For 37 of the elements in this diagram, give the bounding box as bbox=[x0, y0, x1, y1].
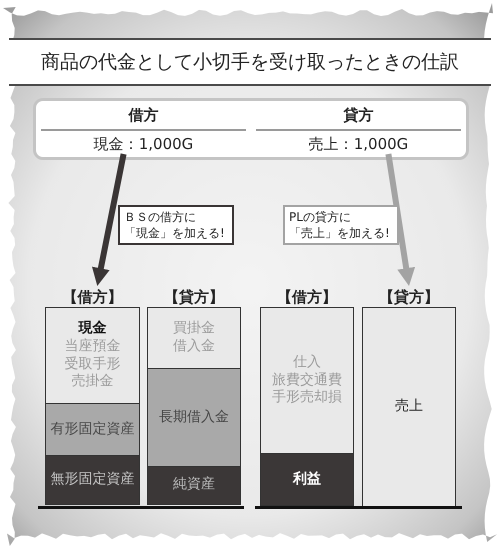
column-heading: 【貸方】 bbox=[379, 288, 439, 306]
entry-text: 現金：1,000G bbox=[94, 135, 194, 154]
account-block bbox=[260, 306, 354, 454]
account-name: 有形固定資産 bbox=[50, 420, 134, 438]
account-name: 長期借入金 bbox=[159, 408, 229, 426]
entry-panel bbox=[33, 98, 469, 160]
account-name: 借入金 bbox=[173, 338, 215, 356]
account-block bbox=[45, 403, 140, 456]
account-block bbox=[45, 454, 140, 504]
diagram-title: 商品の代金として小切手を受け取ったときの仕訳 bbox=[41, 50, 459, 75]
account-name: 当座預金 bbox=[64, 338, 120, 356]
account-block bbox=[45, 306, 140, 404]
account-name: 純資産 bbox=[173, 476, 215, 494]
callout-label: ＢＳの借方に「現金」を加える! bbox=[118, 205, 234, 246]
arrow bbox=[92, 153, 127, 287]
column-heading: 借方 bbox=[128, 106, 158, 125]
account-name: 現金 bbox=[78, 320, 106, 338]
column-heading: 【借方】 bbox=[62, 288, 122, 306]
account-name: 売上 bbox=[395, 398, 423, 416]
account-name: 受取手形 bbox=[64, 356, 120, 374]
account-name: 仕入 bbox=[293, 354, 321, 372]
account-block bbox=[147, 306, 241, 370]
account-name: 無形固定資産 bbox=[50, 470, 134, 488]
account-name: 売掛金 bbox=[72, 373, 114, 392]
callout-label: PLの貸方に「売上」を加える! bbox=[283, 205, 399, 246]
account-name: 買掛金 bbox=[173, 320, 215, 338]
arrow bbox=[385, 154, 416, 286]
column-heading: 【貸方】 bbox=[164, 288, 224, 306]
column-heading: 貸方 bbox=[344, 106, 374, 125]
account-block bbox=[260, 453, 354, 506]
account-name: 手形売却損 bbox=[272, 389, 342, 408]
account-block bbox=[147, 368, 241, 467]
account-name: 利益 bbox=[293, 470, 321, 488]
account-name: 旅費交通費 bbox=[272, 372, 342, 389]
column-heading: 【借方】 bbox=[277, 288, 337, 306]
entry-text: 売上：1,000G bbox=[308, 135, 408, 154]
account-block bbox=[147, 466, 241, 504]
